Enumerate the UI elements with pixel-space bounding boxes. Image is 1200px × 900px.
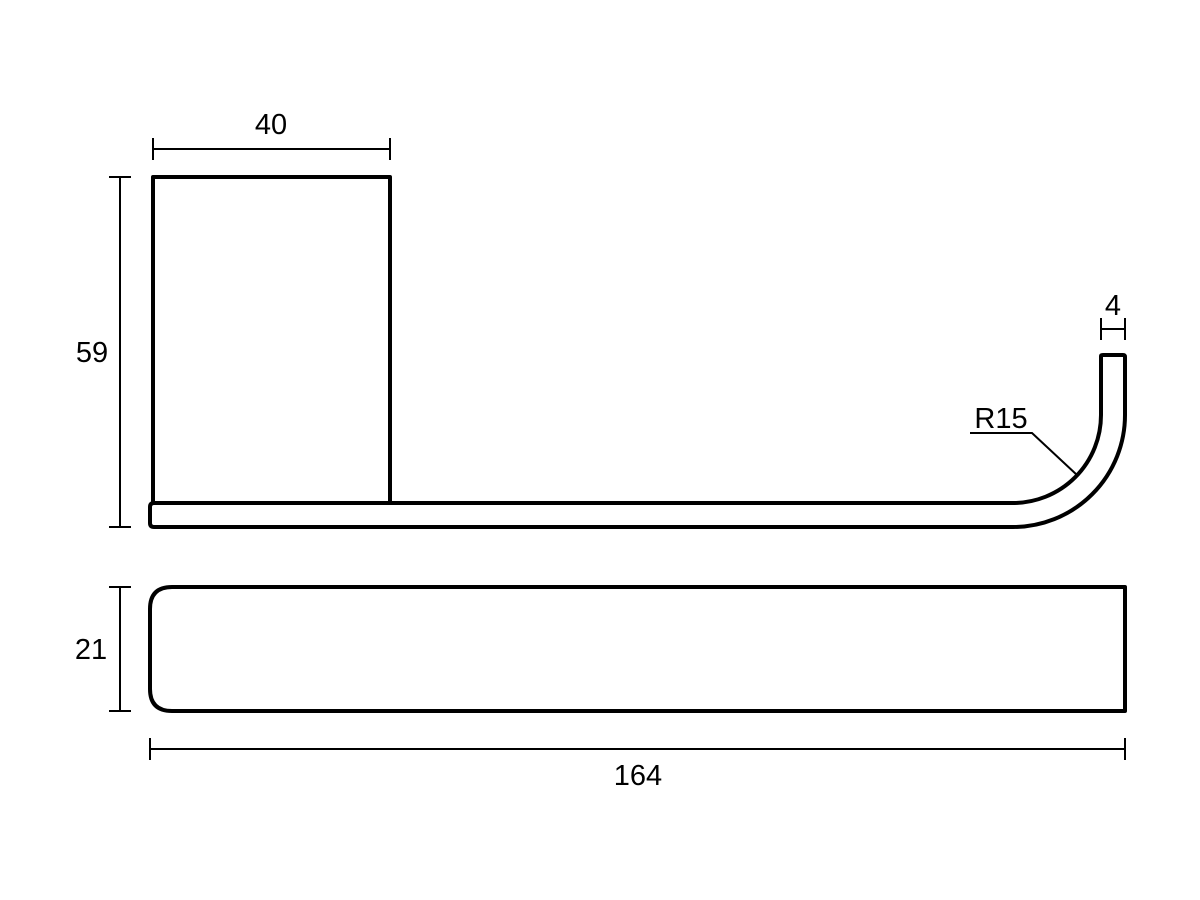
plate-outline — [148, 585, 1127, 713]
mounting-block-outline — [151, 175, 392, 505]
dimension-overall-length: 164 — [149, 738, 1126, 792]
side-view — [148, 175, 1127, 529]
top-view — [148, 585, 1127, 713]
dimension-overall-height: 59 — [76, 176, 131, 528]
arm-outline — [148, 353, 1127, 529]
dim-label-block-width: 40 — [255, 109, 287, 141]
dim-label-bend-radius: R15 — [974, 403, 1027, 435]
dim-label-plate-height: 21 — [75, 634, 107, 666]
dimension-plate-height: 21 — [75, 586, 131, 712]
dim-label-overall-length: 164 — [614, 760, 662, 792]
dimension-bend-radius: R15 — [970, 403, 1078, 476]
dim-label-overall-height: 59 — [76, 337, 108, 369]
dimension-block-width: 40 — [152, 109, 391, 160]
dimension-rod-thickness: 4 — [1100, 290, 1126, 340]
radius-leader-line — [970, 432, 1078, 476]
dim-label-rod-thickness: 4 — [1105, 290, 1121, 322]
